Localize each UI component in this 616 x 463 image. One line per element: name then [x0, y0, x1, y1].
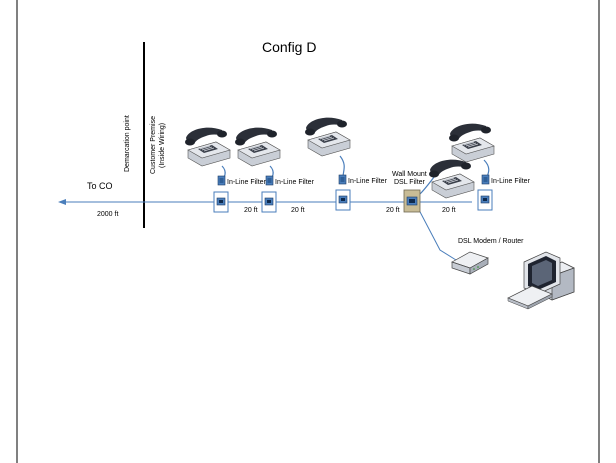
premise-label-line1: Customer Premise — [150, 116, 157, 174]
modem-wire — [417, 207, 457, 261]
in-line-filter-icon — [338, 174, 347, 185]
in-line-filter-label: In-Line Filter — [491, 178, 530, 185]
premise-label-line2: (Inside Wiring) — [159, 122, 166, 168]
in-line-filter-icon — [481, 174, 490, 185]
distance-label-co: 2000 ft — [97, 211, 119, 218]
distance-label: 20 ft — [291, 207, 305, 214]
modem-label: DSL Modem / Router — [458, 238, 524, 245]
distance-label: 20 ft — [386, 207, 400, 214]
in-line-filter-icon — [217, 175, 226, 186]
arrow-left-icon — [58, 199, 66, 205]
wall-mount-filter-icon — [403, 189, 421, 213]
in-line-filter-icon — [265, 175, 274, 186]
demarcation-label: Demarcation point — [124, 115, 131, 172]
wall-jack-icon — [335, 189, 351, 211]
phone-icon — [448, 123, 495, 163]
wall-jack-icon — [477, 189, 493, 211]
phone-icon — [184, 127, 231, 167]
in-line-filter-label: In-Line Filter — [275, 179, 314, 186]
to-co-label: To CO — [87, 181, 113, 191]
distance-label: 20 ft — [244, 207, 258, 214]
phone-icon — [304, 117, 351, 157]
wall-filter-label-line1: Wall Mount — [392, 171, 427, 178]
phone-icon — [428, 159, 475, 199]
modem-icon — [451, 251, 489, 275]
wall-jack-icon — [213, 191, 229, 213]
in-line-filter-label: In-Line Filter — [348, 178, 387, 185]
phone-icon — [234, 127, 281, 167]
distance-label: 20 ft — [442, 207, 456, 214]
page-title: Config D — [262, 39, 317, 55]
computer-icon — [507, 251, 575, 310]
wall-jack-icon — [261, 191, 277, 213]
in-line-filter-label: In-Line Filter — [227, 179, 266, 186]
wall-filter-label-line2: DSL Filter — [394, 179, 425, 186]
